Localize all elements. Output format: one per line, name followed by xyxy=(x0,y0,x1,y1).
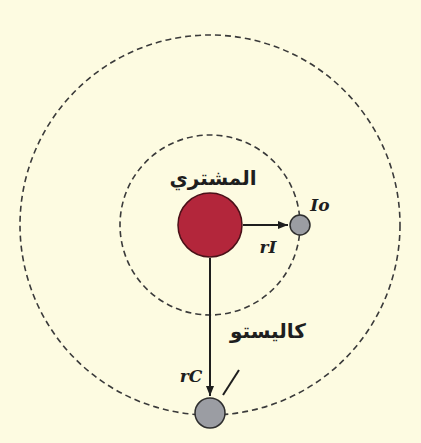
outer-orbit xyxy=(20,35,400,415)
body-disc xyxy=(178,193,242,257)
planet-jupiter: المشتري xyxy=(177,192,243,258)
body-label: كاليستو xyxy=(230,320,306,343)
moon-io: Io xyxy=(289,214,311,236)
body-label: Io xyxy=(310,196,329,216)
body-disc xyxy=(290,215,310,235)
radius-label: rC xyxy=(178,367,205,386)
body-circle xyxy=(177,192,243,258)
inner-orbit xyxy=(120,135,300,315)
body-disc xyxy=(195,398,225,428)
body-circle xyxy=(289,214,311,236)
radius-arrow xyxy=(243,224,288,226)
body-label: المشتري xyxy=(169,167,256,190)
radius-arrow xyxy=(209,258,211,396)
moon-callisto: كاليستو xyxy=(194,397,226,429)
body-circle xyxy=(194,397,226,429)
radius-label: rI xyxy=(258,238,279,257)
leader-line xyxy=(223,370,239,395)
